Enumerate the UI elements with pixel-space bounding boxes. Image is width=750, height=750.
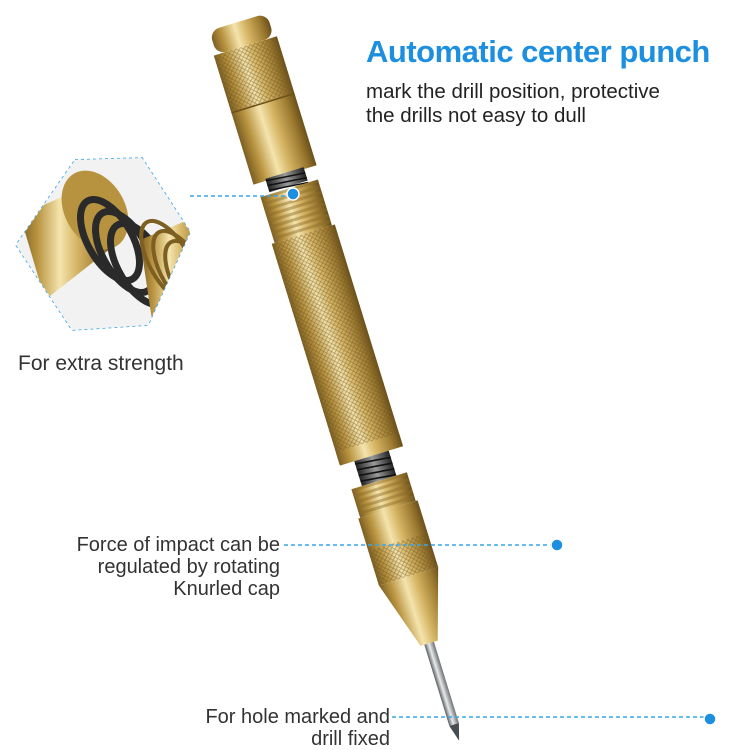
subtitle-line-2: the drills not easy to dull <box>366 104 586 127</box>
upper-thread <box>260 179 332 244</box>
label-extra-strength: For extra strength <box>18 352 184 375</box>
label-impact-line-3: Knurled cap <box>173 578 280 600</box>
callout-impact <box>284 538 564 552</box>
label-impact-line-2: regulated by rotating <box>97 556 280 578</box>
top-cap <box>211 15 317 185</box>
center-punch-illustration <box>211 15 460 741</box>
knurled-nose-cap <box>358 500 439 646</box>
label-force-of-impact: Force of impact can be regulated by rota… <box>10 534 280 600</box>
subtitle-line-1: mark the drill position, protective <box>366 80 660 103</box>
callout-strength <box>190 187 300 201</box>
spring-detail-hexagon <box>15 157 191 331</box>
label-hole-marked: For hole marked and drill fixed <box>100 706 390 750</box>
label-hole-line-1: For hole marked and <box>205 706 390 728</box>
lower-spring <box>354 450 397 487</box>
lower-thread <box>351 472 416 518</box>
page-title: Automatic center punch <box>366 34 710 69</box>
steel-tip <box>424 641 460 741</box>
callout-hole <box>392 712 717 726</box>
upper-spring <box>265 167 309 193</box>
label-impact-line-1: Force of impact can be <box>76 534 280 556</box>
label-hole-line-2: drill fixed <box>311 728 390 750</box>
subtitle: mark the drill position, protective the … <box>366 80 746 128</box>
main-body <box>271 224 404 466</box>
